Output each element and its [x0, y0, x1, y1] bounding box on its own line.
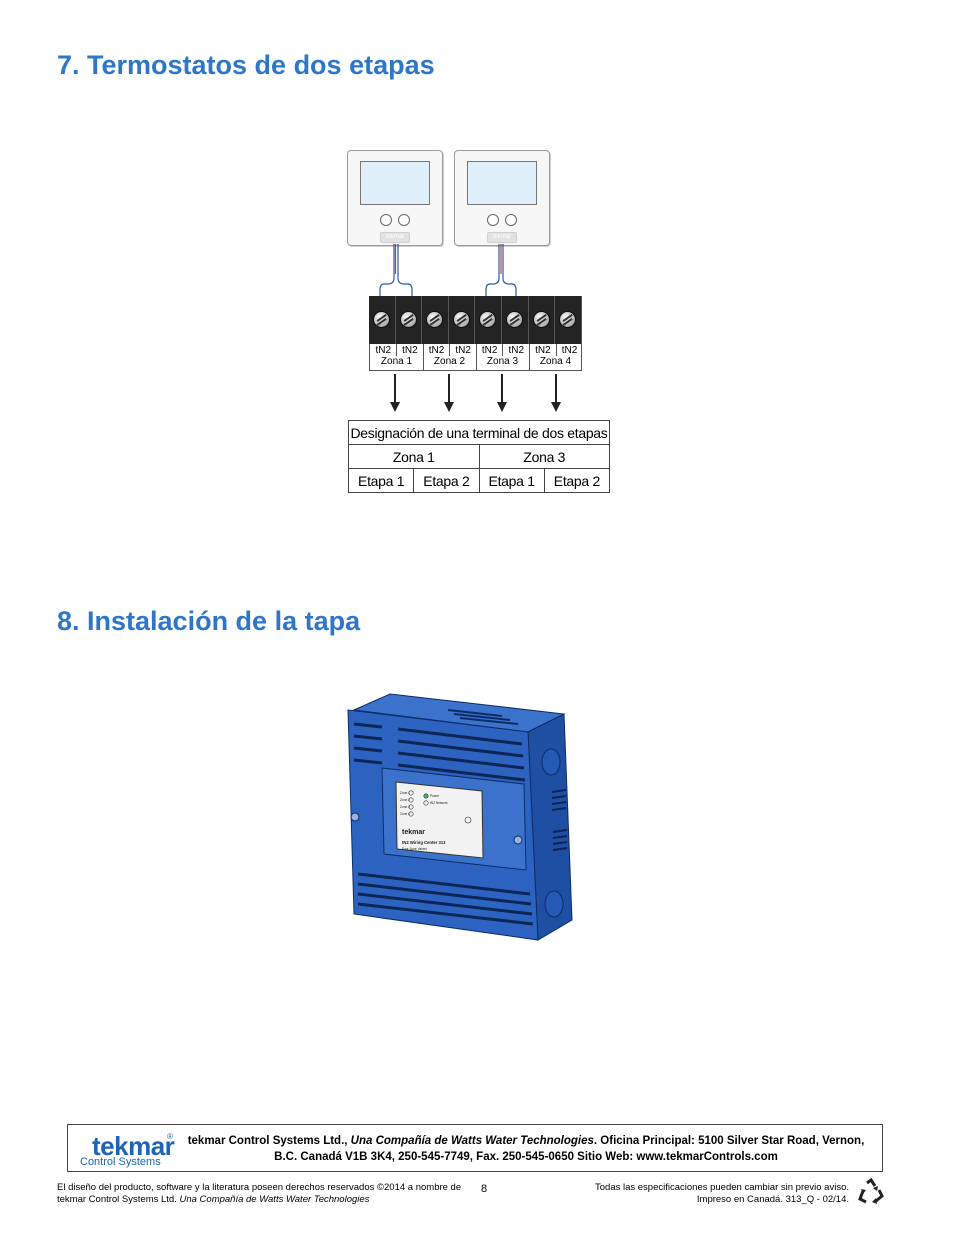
arrow-down-icon [551, 402, 561, 412]
terminal-screw [399, 311, 417, 328]
enclosure-subtitle: Four Zone Valves [402, 847, 427, 851]
arrow-down-icon [444, 402, 454, 412]
company-info: tekmar Control Systems Ltd., Una Compañí… [186, 1133, 866, 1165]
thermostat-1: tekmar [347, 150, 443, 246]
registered-mark: ® [167, 1132, 173, 1141]
terminal-labels: tN2 tN2 tN2 tN2 tN2 tN2 tN2 tN2 Zona 1 Z… [369, 344, 582, 371]
thermostat-button [398, 214, 410, 226]
zone-label: Zona 4 [539, 356, 572, 367]
led-label: tN2 Network [430, 801, 448, 805]
led-label: Power [430, 794, 440, 798]
wiring-center-enclosure: Zone 1 Zone 2 Zone 3 Zone 4 Power tN2 Ne… [347, 693, 573, 941]
terminal-block: tN2 tN2 tN2 tN2 tN2 tN2 tN2 tN2 Zona 1 Z… [369, 296, 582, 372]
designation-zone: Zona 1 [348, 444, 480, 469]
terminal [395, 296, 423, 344]
zone-label: Zona 1 [380, 356, 413, 367]
terminal [422, 296, 449, 344]
terminal-screw [426, 311, 444, 328]
designation-table-header: Designación de una terminal de dos etapa… [348, 420, 610, 445]
terminal-screw [373, 311, 390, 328]
terminal-screw [479, 311, 497, 328]
section-title-cover-installation: 8. Instalación de la tapa [57, 606, 361, 636]
copyright-text: El diseño del producto, software y la li… [57, 1182, 462, 1205]
certification-mark-icon [464, 816, 472, 824]
terminal [502, 296, 529, 344]
led-label: Zone 2 [400, 798, 410, 802]
terminal [369, 296, 396, 344]
terminal [555, 296, 582, 344]
thermostat-2: tekmar [454, 150, 550, 246]
thermostat-screen [360, 161, 430, 205]
thermostat-logo: tekmar [487, 232, 517, 243]
arrow-down-icon [497, 402, 507, 412]
tekmar-logo: tekmar ® Control Systems [80, 1131, 180, 1168]
enclosure-product: tN2 Wiring Center 313 [402, 840, 446, 845]
zone-label: Zona 3 [486, 356, 519, 367]
arrow-down-icon [390, 402, 400, 412]
terminal-label: tN2 [402, 345, 418, 356]
designation-zone: Zona 3 [478, 444, 610, 469]
designation-stage: Etapa 1 [347, 468, 415, 493]
thermostat-button [380, 214, 392, 226]
copyright-notice: El diseño del producto, software y la li… [57, 1182, 477, 1206]
designation-stage: Etapa 1 [478, 468, 545, 493]
page-number: 8 [481, 1183, 488, 1195]
designation-table: Designación de una terminal de dos etapa… [347, 420, 611, 493]
terminal-screw [506, 311, 523, 328]
thermostat-button [487, 214, 499, 226]
terminal-screw [452, 311, 470, 328]
terminal-label: tN2 [561, 345, 578, 356]
zone-label: Zona 2 [433, 356, 466, 367]
led-label: Zone 4 [400, 812, 410, 816]
terminal-label: tN2 [455, 345, 471, 356]
thermostat-screen [467, 161, 537, 205]
brand-subtitle: Control Systems [80, 1156, 161, 1168]
arrow-zone-1-stage-2 [448, 374, 450, 404]
recycle-icon [858, 1178, 884, 1204]
footer-box [67, 1124, 883, 1172]
designation-stage: Etapa 2 [543, 468, 611, 493]
terminal-label: tN2 [375, 345, 392, 356]
notice-line: Impreso en Canadá. 313_Q - 02/14. [696, 1194, 849, 1205]
arrow-zone-1-stage-1 [394, 374, 396, 404]
thermostat-logo: tekmar [380, 232, 410, 243]
section-title-two-stage-thermostats: 7. Termostatos de dos etapas [57, 50, 435, 80]
company-parent: Una Compañía de Watts Water Technologies [350, 1135, 594, 1147]
arrow-zone-3-stage-2 [555, 374, 557, 404]
terminal-screw [532, 311, 550, 328]
company-address: . Oficina Principal: 5100 Silver Star Ro… [274, 1135, 865, 1163]
thermostat-button [505, 214, 517, 226]
terminal [528, 296, 556, 344]
terminal-label: tN2 [428, 345, 445, 356]
notice-line: Todas las especificaciones pueden cambia… [595, 1182, 849, 1193]
terminal [448, 296, 476, 344]
terminal-label: tN2 [535, 345, 551, 356]
designation-stage: Etapa 2 [413, 468, 480, 493]
arrow-zone-3-stage-1 [501, 374, 503, 404]
company-name: tekmar Control Systems Ltd., [187, 1135, 351, 1147]
enclosure-brand: tekmar [402, 829, 425, 836]
terminal [475, 296, 502, 344]
copyright-parent: Una Compañía de Watts Water Technologies [179, 1194, 370, 1205]
brand-name: tekmar [92, 1131, 175, 1161]
terminal-screw [559, 311, 577, 328]
led-label: Zone 3 [400, 805, 410, 809]
spec-notice: Todas las especificaciones pueden cambia… [509, 1182, 849, 1206]
led-label: Zone 1 [400, 791, 410, 795]
thermostat-wiring [379, 244, 517, 300]
terminal-label: tN2 [508, 345, 525, 356]
terminal-label: tN2 [481, 345, 498, 356]
